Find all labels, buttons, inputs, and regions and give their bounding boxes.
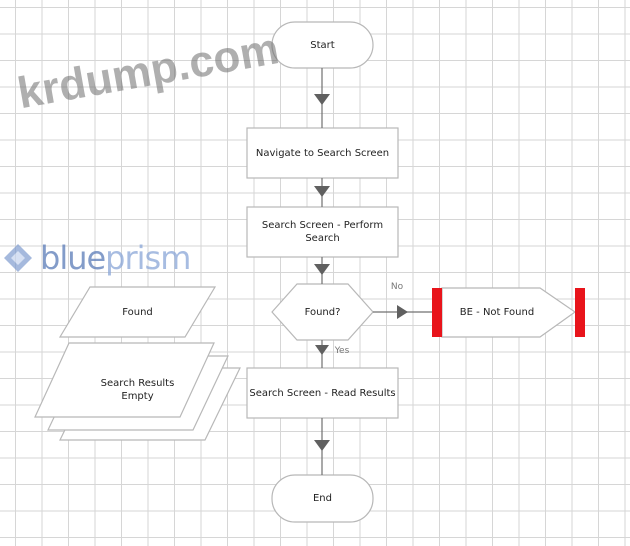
edge-label-yes: Yes [334, 345, 350, 356]
arrow-icon [314, 440, 330, 451]
data-item-found[interactable] [58, 286, 217, 338]
edge-label-no: No [390, 281, 404, 292]
navigate-node[interactable] [246, 127, 399, 179]
arrow-icon [314, 264, 330, 275]
not-found-label: BE - Not Found [459, 307, 535, 318]
exception-bar-right [575, 288, 585, 337]
arrow-icon [314, 186, 330, 197]
end-label: End [312, 493, 332, 504]
perform-search-node[interactable] [246, 206, 399, 258]
perform-search-label: Search Screen - Perform Search [261, 220, 384, 244]
navigate-label: Navigate to Search Screen [255, 147, 390, 159]
results-empty-label: Search Results Empty [100, 378, 175, 402]
found-data-label: Found [122, 306, 153, 318]
read-results-node[interactable] [246, 367, 399, 419]
blueprism-logo-icon [4, 244, 32, 272]
blueprism-logo: blueprism [40, 239, 191, 277]
arrow-icon [397, 305, 408, 319]
data-item-results-empty[interactable] [34, 342, 215, 418]
arrow-icon [314, 94, 330, 105]
exception-bar-left [432, 288, 442, 337]
decision-label: Found? [304, 306, 341, 318]
arrow-icon [315, 345, 329, 355]
start-label: Start [310, 39, 335, 51]
read-results-label: Search Screen - Read Results [249, 387, 396, 399]
